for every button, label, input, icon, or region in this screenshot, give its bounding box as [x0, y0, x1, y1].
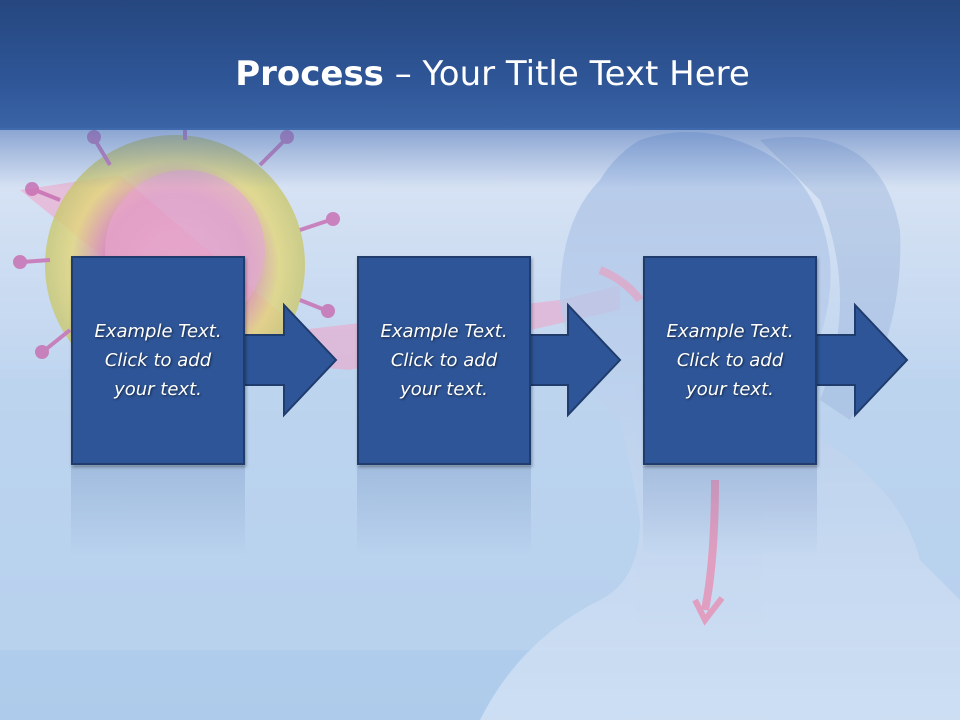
slide-title-bold: Process: [235, 54, 384, 94]
step-text-line: your text.: [114, 379, 202, 400]
step-text-line: Click to add: [390, 350, 498, 371]
step-reflection: [71, 466, 245, 556]
title-bar: [0, 0, 960, 130]
process-step-1[interactable]: Example Text. Click to add your text.: [71, 256, 245, 465]
step-text-line: Click to add: [676, 350, 784, 371]
step-text-line: your text.: [400, 379, 488, 400]
step-reflection: [643, 466, 817, 556]
process-step-2[interactable]: Example Text. Click to add your text.: [357, 256, 531, 465]
step-text-line: Example Text.: [94, 321, 222, 342]
title-bar-fade: [0, 128, 960, 188]
step-reflection: [357, 466, 531, 556]
process-step-3[interactable]: Example Text. Click to add your text.: [643, 256, 817, 465]
slide-title[interactable]: Process – Your Title Text Here: [0, 52, 960, 96]
step-text-line: Example Text.: [380, 321, 508, 342]
step-text-line: your text.: [686, 379, 774, 400]
slide-title-rest: – Your Title Text Here: [383, 54, 750, 94]
step-text-line: Click to add: [104, 350, 212, 371]
step-text-line: Example Text.: [666, 321, 794, 342]
